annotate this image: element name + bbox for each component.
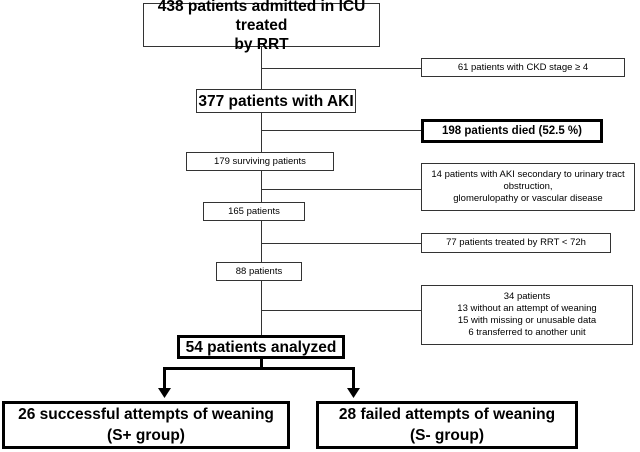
surviving-text: 179 surviving patients [214, 155, 306, 167]
start-box: 438 patients admitted in ICU treated by … [143, 0, 380, 53]
analyzed-box: 54 patients analyzed [177, 335, 345, 359]
excl-obstruction-line1: 14 patients with AKI secondary to urinar… [431, 169, 625, 192]
analyzed-text: 54 patients analyzed [185, 338, 337, 356]
branch-obstruction [261, 189, 421, 190]
branch-rrt [261, 243, 421, 244]
excl-34-line3: 15 with missing or unusable data [457, 315, 597, 326]
excl-obstruction-line2: glomerulopathy or vascular disease [453, 193, 603, 204]
died-text: 198 patients died (52.5 %) [442, 125, 582, 137]
p88-text: 88 patients [235, 265, 283, 277]
excl-ckd-text: 61 patients with CKD stage ≥ 4 [457, 61, 589, 73]
failed-box: 28 failed attempts of weaning (S- group) [316, 401, 578, 449]
aki-text: 377 patients with AKI [198, 92, 354, 110]
excl-rrt-text: 77 patients treated by RRT < 72h [446, 237, 586, 248]
success-line2: (S+ group) [107, 427, 185, 444]
spine-connector [261, 46, 262, 336]
failed-line1: 28 failed attempts of weaning [338, 406, 556, 423]
p88-box: 88 patients [216, 262, 302, 281]
failed-line2: (S- group) [409, 427, 485, 444]
excl-ckd-box: 61 patients with CKD stage ≥ 4 [421, 58, 625, 77]
p165-box: 165 patients [203, 202, 305, 221]
died-box: 198 patients died (52.5 %) [421, 119, 603, 143]
left-arrow-head [158, 388, 171, 398]
p165-text: 165 patients [228, 205, 280, 217]
branch-died [261, 130, 421, 131]
aki-box: 377 patients with AKI [196, 89, 356, 113]
branch-ckd [261, 68, 421, 69]
success-box: 26 successful attempts of weaning (S+ gr… [2, 401, 290, 449]
success-line1: 26 successful attempts of weaning [18, 406, 274, 423]
branch-34 [261, 310, 421, 311]
surviving-box: 179 surviving patients [186, 152, 334, 171]
excl-34-line2: 13 without an attempt of weaning [457, 303, 597, 314]
excl-34-line4: 6 transferred to another unit [468, 327, 586, 338]
split-vertical [260, 356, 263, 369]
start-line2: by RRT [234, 35, 289, 53]
split-horizontal [163, 367, 355, 370]
excl-34-line1: 34 patients [503, 291, 551, 302]
excl-obstruction-box: 14 patients with AKI secondary to urinar… [421, 163, 635, 211]
right-arrow-head [347, 388, 360, 398]
excl-rrt-box: 77 patients treated by RRT < 72h [421, 233, 611, 253]
excl-34-box: 34 patients 13 without an attempt of wea… [421, 285, 633, 345]
start-line1: 438 patients admitted in ICU treated [157, 0, 366, 34]
